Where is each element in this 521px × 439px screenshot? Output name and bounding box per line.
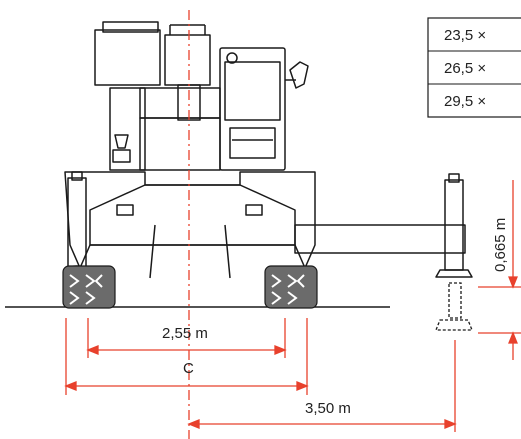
right-outrigger-cap xyxy=(448,173,460,183)
arrow-height-top xyxy=(508,276,518,289)
operator-cab xyxy=(219,47,286,171)
cab-light xyxy=(226,52,238,64)
boom-column-top xyxy=(164,34,211,86)
table-row-2: 26,5 × xyxy=(444,60,486,77)
table-frame xyxy=(427,17,521,118)
chassis-light-left xyxy=(116,204,134,216)
left-tire-tread xyxy=(69,274,103,305)
left-outrigger-cap xyxy=(71,171,83,181)
cab-lower-panel xyxy=(229,127,276,159)
left-outrigger xyxy=(67,177,87,269)
tires xyxy=(62,265,318,309)
chassis-front xyxy=(89,184,296,246)
right-outrigger-pad xyxy=(435,269,473,278)
arrow-track-inner-left xyxy=(86,345,99,355)
arrow-track-c-right xyxy=(296,381,309,391)
label-outrigger-center: 3,50 m xyxy=(305,400,351,417)
arrow-track-inner-right xyxy=(274,345,287,355)
table-row-3: 29,5 × xyxy=(444,93,486,110)
table-row-1: 23,5 × xyxy=(444,27,486,44)
tire-size-table: 23,5 × 26,5 × 29,5 × xyxy=(427,17,521,118)
dimension-lines xyxy=(64,180,521,432)
arrow-outrigger-right xyxy=(444,419,457,429)
boom-head xyxy=(94,29,161,86)
arrow-outrigger-left xyxy=(187,419,200,429)
valve-body xyxy=(112,149,131,163)
chassis xyxy=(64,171,316,269)
boom-head-top xyxy=(102,21,159,33)
mirror xyxy=(289,61,309,89)
label-track-inner: 2,55 m xyxy=(162,325,208,342)
lowered-outrigger-leg xyxy=(448,282,462,319)
lowered-outrigger xyxy=(435,282,473,331)
chassis-light-right xyxy=(245,204,263,216)
cab-window xyxy=(224,61,281,121)
crane-body xyxy=(64,21,473,279)
arrow-height-bottom xyxy=(508,331,518,344)
strut-right xyxy=(224,224,231,279)
strut-left xyxy=(149,224,156,279)
label-outrigger-height: 0,665 m xyxy=(492,218,509,272)
outrigger-beam xyxy=(294,224,466,254)
counterweight xyxy=(109,87,146,171)
turret-body xyxy=(139,117,221,171)
right-tire-tread xyxy=(271,274,305,305)
turret-upper xyxy=(139,87,221,119)
lowered-outrigger-pad xyxy=(435,319,473,331)
arrow-track-c-left xyxy=(64,381,77,391)
valve-top xyxy=(114,134,129,149)
label-track-c: C xyxy=(183,360,194,377)
